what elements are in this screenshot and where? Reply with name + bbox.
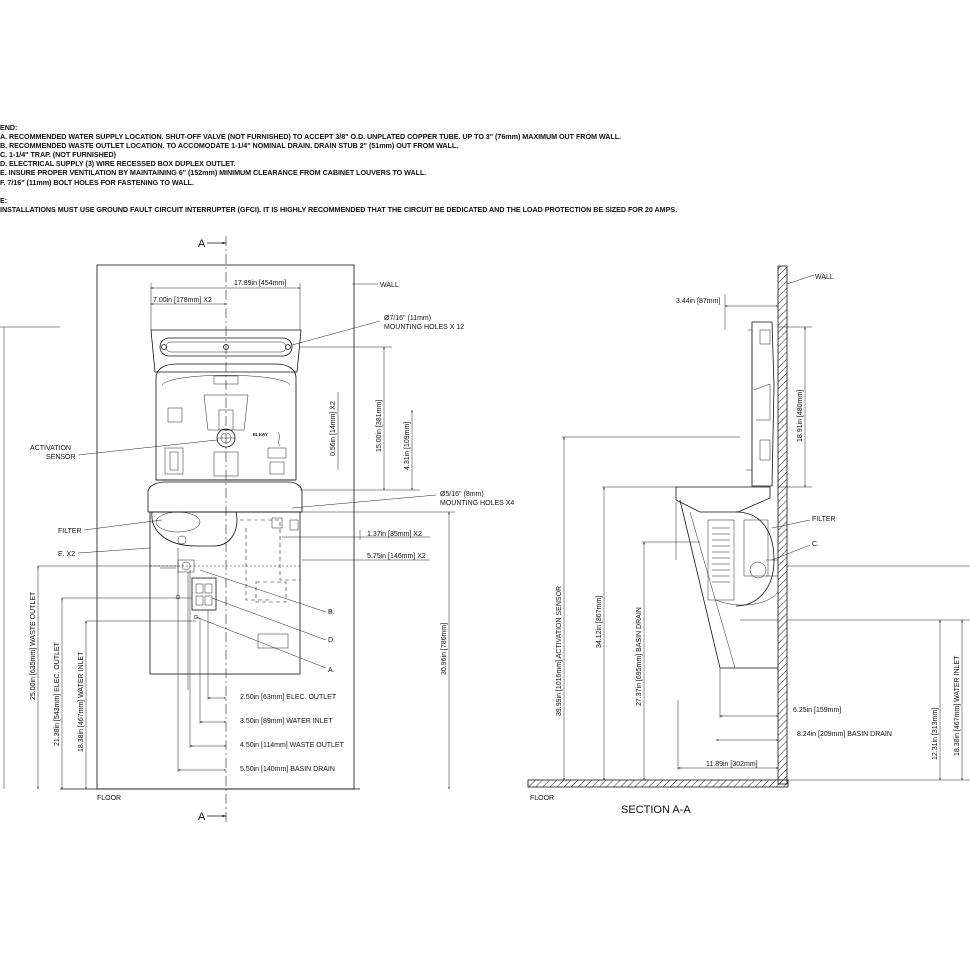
front-wall-label: WALL <box>380 282 399 289</box>
dim-waste-outlet-h: 4.50in [114mm] WASTE OUTLET <box>240 742 345 749</box>
dim-basin-drain-h: 5.50in [140mm] BASIN DRAIN <box>240 766 335 773</box>
front-filter-label: FILTER <box>58 528 82 535</box>
basin-bowl <box>151 511 238 547</box>
side-filler-body <box>751 321 775 487</box>
side-filter-label: FILTER <box>812 516 836 523</box>
dim-water-inlet-v: 18.38in [467mm] WATER INLET <box>78 651 85 752</box>
side-basin <box>675 486 771 513</box>
section-marker-top: A <box>198 238 206 250</box>
wall-outline <box>96 264 355 790</box>
dim-1189: 11.89in [302mm] <box>706 761 758 768</box>
note-text: INSTALLATIONS MUST USE GROUND FAULT CIRC… <box>0 204 678 214</box>
side-condenser-fins <box>712 527 730 583</box>
legend-item-e: E. INSURE PROPER VENTILATION BY MAINTAIN… <box>0 168 427 178</box>
side-floor <box>527 779 789 788</box>
label-a: A. <box>328 667 335 674</box>
section-title: SECTION A-A <box>621 804 691 816</box>
side-tank <box>735 511 775 607</box>
section-marker-bottom: A <box>198 811 206 823</box>
dim-1231: 12.31in [313mm] <box>932 708 939 760</box>
dim-basin-drain-v: 27.37in [695mm] BASIN DRAIN <box>636 607 643 706</box>
label-d: D. <box>328 637 335 644</box>
side-cabinet-profile <box>679 499 778 669</box>
mounting-holes-bottom-count: MOUNTING HOLES X4 <box>440 500 514 507</box>
mounting-holes-top-count: MOUNTING HOLES X 12 <box>384 324 464 331</box>
dim-activation: 39.99in [1016mm] ACTIVATION SENSOR <box>556 586 563 716</box>
activation-sensor-label-1: ACTIVATION <box>30 445 71 452</box>
legend-item-c: C. 1-1/4" TRAP. (NOT FURNISHED) <box>0 150 116 160</box>
mounting-plate <box>150 329 302 373</box>
mounting-holes-bottom: Ø5/16" (8mm) <box>440 491 484 498</box>
legend-notes: END: A. RECOMMENDED WATER SUPPLY LOCATIO… <box>0 123 970 214</box>
side-wall-label: WALL <box>815 274 834 281</box>
dim-1891: 18.91in [480mm] <box>797 390 804 442</box>
legend-item-a: A. RECOMMENDED WATER SUPPLY LOCATION. SH… <box>0 132 621 142</box>
dim-344: 3.44in [87mm] <box>676 298 720 305</box>
legend-item-b: B. RECOMMENDED WASTE OUTLET LOCATION. TO… <box>0 141 459 151</box>
dim-3096: 30.96in [786mm] <box>441 623 448 675</box>
dim-water-inlet-h: 3.50in [89mm] WATER INLET <box>240 718 333 725</box>
front-floor-label: FLOOR <box>97 795 121 802</box>
legend-item-f: F. 7/16" (11mm) BOLT HOLES FOR FASTENING… <box>0 177 194 187</box>
brand-logo: ELKAY <box>253 432 268 437</box>
dim-15: 15.00in [381mm] <box>376 400 383 452</box>
electrical-box <box>191 577 217 611</box>
front-view: WALL FLOOR A A 17.89in [454mm] 7.00in [1… <box>0 236 514 823</box>
dim-625: 6.25in [159mm] <box>793 707 841 714</box>
side-floor-label: FLOOR <box>530 795 554 802</box>
dim-width: 17.89in [454mm] <box>234 280 286 287</box>
dim-575: 5.75in [146mm] X2 <box>367 553 426 560</box>
label-c: C. <box>812 541 819 548</box>
dim-elec-outlet-h: 2.50in [63mm] ELEC. OUTLET <box>240 694 337 701</box>
dim-137: 1.37in [35mm] X2 <box>367 531 422 538</box>
dim-431: 4.31in [109mm] <box>404 422 411 470</box>
label-b: B. <box>328 609 335 616</box>
activation-sensor-label-2: SENSOR <box>46 454 76 461</box>
lower-cabinet <box>149 511 301 675</box>
dim-water-inlet-v-side: 18.38in [467mm] WATER INLET <box>954 655 961 756</box>
note-header: E: <box>0 195 8 205</box>
mounting-holes-top: Ø7/16" (11mm) <box>384 315 431 322</box>
side-view: WALL FLOOR SECTION A-A 3.44in [87mm] 18.… <box>527 265 970 816</box>
dim-3412: 34.12in [867mm] <box>596 596 603 648</box>
side-compressor <box>707 519 735 601</box>
dim-waste-outlet-v: 25.00in [635mm] WASTE OUTLET <box>30 591 37 700</box>
dim-056: 0.56in [14mm] X2 <box>330 401 337 456</box>
legend-item-d: D. ELECTRICAL SUPPLY (3) WIRE RECESSED B… <box>0 159 236 169</box>
e-x2-label: E. X2 <box>58 551 75 558</box>
dim-holes-spacing: 7.00in [178mm] X2 <box>153 297 212 304</box>
mounting-bar <box>159 337 293 357</box>
dim-elec-outlet-v: 21.38in [543mm] ELEC. OUTLET <box>54 641 61 746</box>
legend-header: END: <box>0 123 18 132</box>
dim-824: 8.24in [209mm] BASIN DRAIN <box>797 731 892 738</box>
basin-top <box>147 481 303 513</box>
bottle-filler-body <box>155 363 297 481</box>
